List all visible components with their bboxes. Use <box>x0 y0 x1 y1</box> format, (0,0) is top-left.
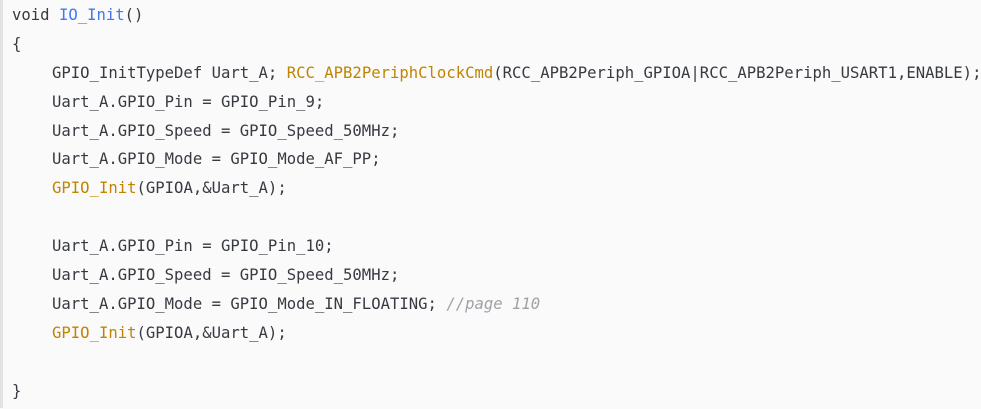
mode-assignment-2: Uart_A.GPIO_Mode = GPIO_Mode_IN_FLOATING… <box>52 294 447 313</box>
rcc-clock-call: RCC_APB2PeriphClockCmd <box>286 63 494 82</box>
mode-assignment: Uart_A.GPIO_Mode = GPIO_Mode_AF_PP; <box>52 150 381 169</box>
close-brace: } <box>12 381 22 400</box>
speed-assignment-2: Uart_A.GPIO_Speed = GPIO_Speed_50MHz; <box>52 266 400 285</box>
struct-declaration: GPIO_InitTypeDef Uart_A; <box>52 63 287 82</box>
gpio-init-call: GPIO_Init <box>52 179 137 198</box>
code-line-7: GPIO_Init(GPIOA,&Uart_A); <box>12 178 981 207</box>
code-line-5: Uart_A.GPIO_Speed = GPIO_Speed_50MHz; <box>12 121 981 150</box>
code-line-11: Uart_A.GPIO_Mode = GPIO_Mode_IN_FLOATING… <box>12 294 981 323</box>
code-line-6: Uart_A.GPIO_Mode = GPIO_Mode_AF_PP; <box>12 149 981 178</box>
pin-assignment-2: Uart_A.GPIO_Pin = GPIO_Pin_10; <box>52 237 334 256</box>
code-line-3: GPIO_InitTypeDef Uart_A; RCC_APB2PeriphC… <box>12 63 981 92</box>
code-line-4: Uart_A.GPIO_Pin = GPIO_Pin_9; <box>12 92 981 121</box>
code-line-14: } <box>12 381 981 409</box>
pin-assignment: Uart_A.GPIO_Pin = GPIO_Pin_9; <box>52 92 325 111</box>
gpio-init-call-2: GPIO_Init <box>52 323 137 342</box>
function-name: IO_Init <box>58 6 125 24</box>
code-line-2: { <box>12 34 981 63</box>
keyword-void: void <box>12 6 50 24</box>
code-comment: //page 110 <box>446 294 541 313</box>
code-line-blank-2 <box>12 352 981 381</box>
gpio-init-args: (GPIOA,&Uart_A); <box>136 179 287 198</box>
gpio-init-args-2: (GPIOA,&Uart_A); <box>136 323 287 342</box>
code-line-10: Uart_A.GPIO_Speed = GPIO_Speed_50MHz; <box>12 265 981 294</box>
function-params: () <box>124 6 144 24</box>
code-line-9: Uart_A.GPIO_Pin = GPIO_Pin_10; <box>12 236 981 265</box>
code-line-blank-1 <box>12 207 981 236</box>
code-line-1: void IO_Init() <box>12 5 981 34</box>
rcc-clock-args: (RCC_APB2Periph_GPIOA|RCC_APB2Periph_USA… <box>493 63 981 82</box>
code-line-12: GPIO_Init(GPIOA,&Uart_A); <box>12 323 981 352</box>
code-lines: void IO_Init() { GPIO_InitTypeDef Uart_A… <box>12 5 981 409</box>
speed-assignment: Uart_A.GPIO_Speed = GPIO_Speed_50MHz; <box>52 121 400 140</box>
open-brace: { <box>12 34 22 53</box>
